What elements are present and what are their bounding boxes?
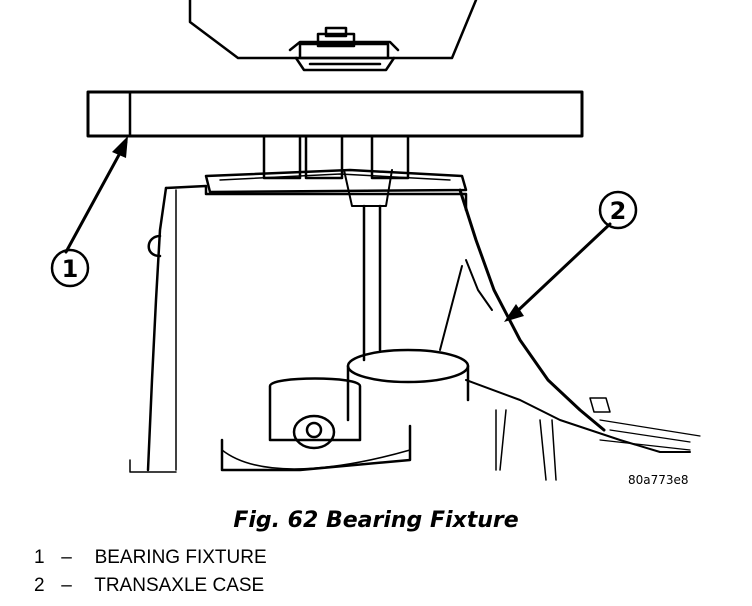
callout-2: 2 [504, 190, 638, 322]
press-ram [188, 0, 478, 72]
bearing-fixture-illustration: 1 2 80a773e8 [50, 0, 701, 487]
callout-1-number: 1 [62, 255, 79, 283]
figure-caption: Fig. 62 Bearing Fixture [233, 508, 519, 533]
legend-number: 2 [34, 575, 45, 596]
legend-item: 2 – TRANSAXLE CASE [34, 572, 267, 600]
image-code: 80a773e8 [628, 473, 689, 487]
legend-item: 1 – BEARING FIXTURE [34, 544, 267, 572]
legend-dash: – [61, 547, 72, 568]
transaxle-case [129, 168, 701, 481]
legend-label: BEARING FIXTURE [94, 547, 267, 568]
legend-label: TRANSAXLE CASE [94, 575, 265, 596]
legend-number: 1 [34, 547, 45, 568]
legend: 1 – BEARING FIXTURE 2 – TRANSAXLE CASE [34, 544, 267, 600]
callout-2-number: 2 [610, 197, 627, 225]
bearing-fixture-plate [86, 90, 584, 138]
legend-dash: – [61, 575, 72, 596]
callout-1: 1 [50, 136, 128, 288]
